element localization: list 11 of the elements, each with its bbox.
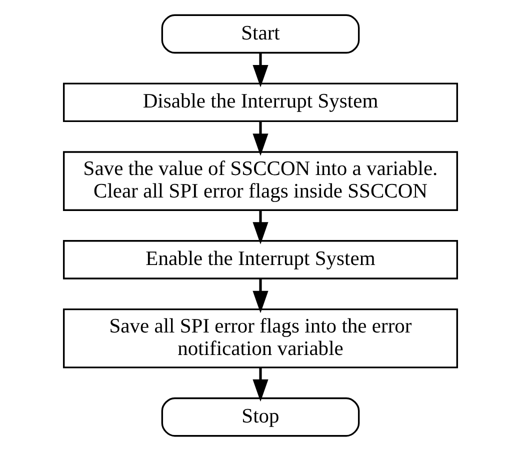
arrow — [252, 278, 268, 314]
arrow — [252, 210, 268, 244]
node-box: Save all SPI error flags into the error notification variable — [62, 308, 458, 368]
arrow — [252, 368, 268, 402]
node-box: Enable the Interrupt System — [62, 240, 458, 280]
node-box: Disable the Interrupt System — [62, 82, 458, 122]
node-box: Start — [160, 14, 360, 54]
node-box: Stop — [160, 397, 360, 437]
arrow — [252, 122, 268, 156]
arrow — [252, 53, 268, 88]
node-box: Save the value of SSCCON into a variable. Clear all SPI error flags inside SSCCON — [62, 151, 458, 211]
